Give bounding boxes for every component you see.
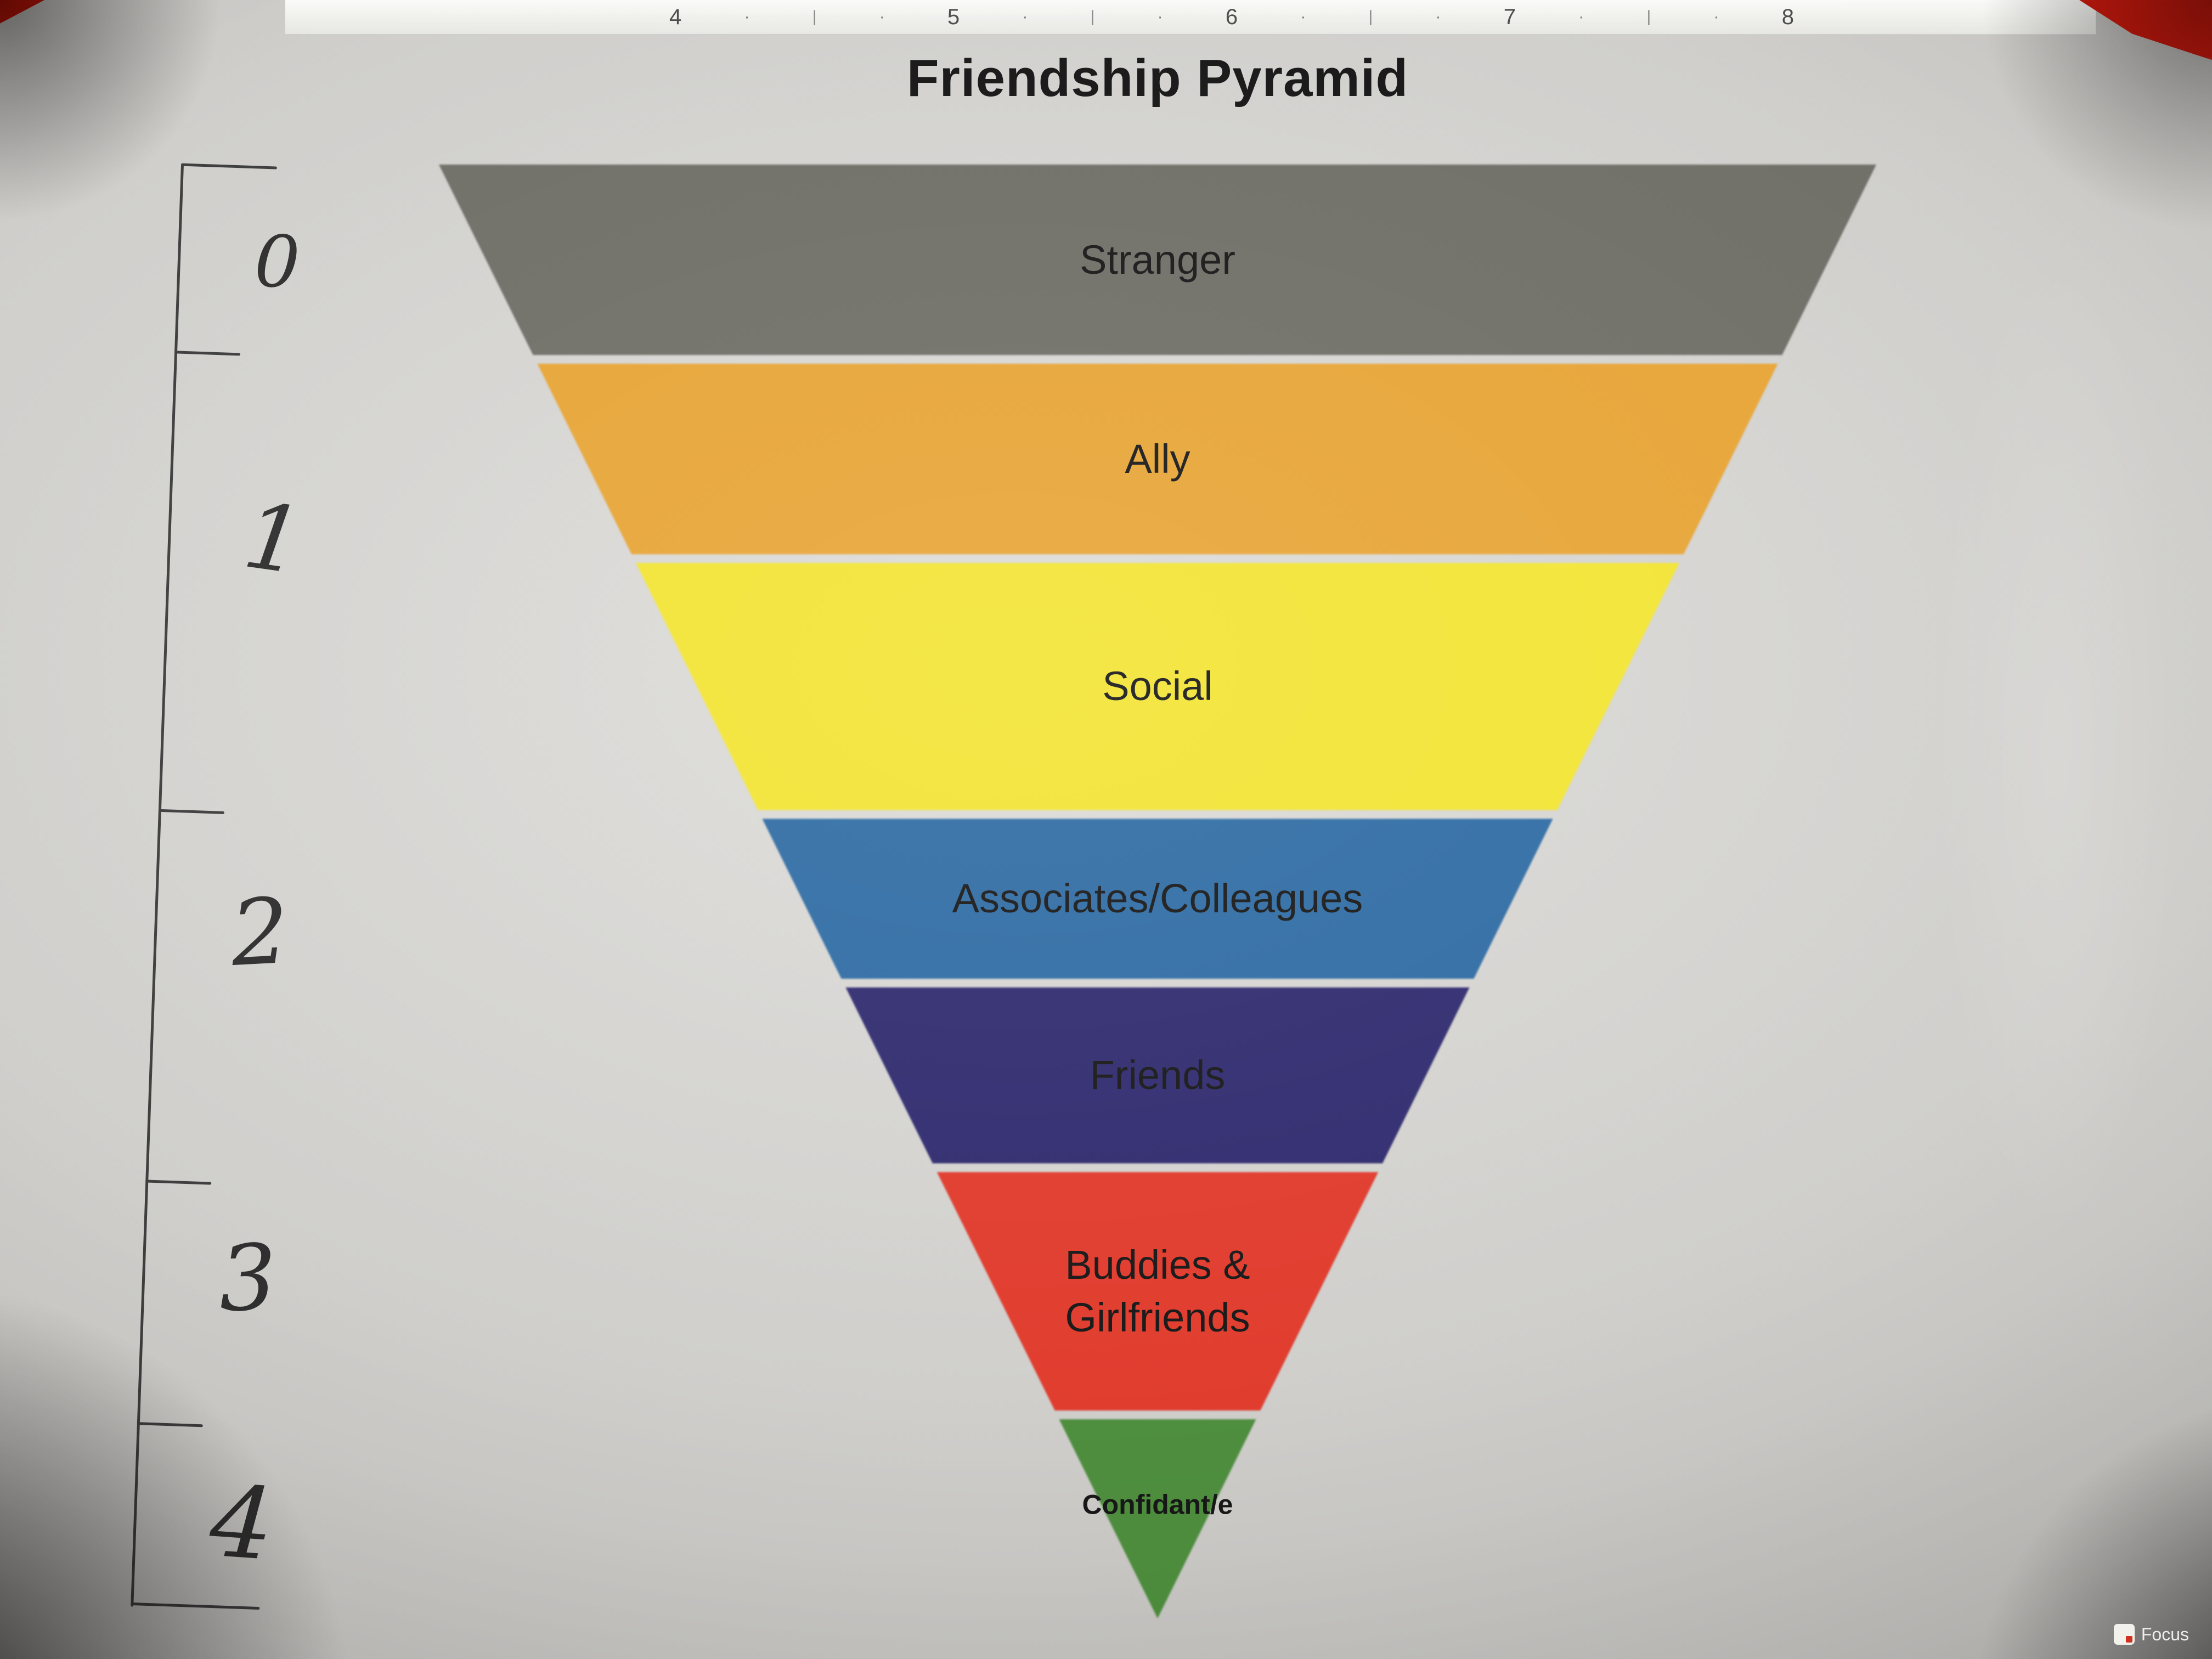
funnel-label-social: Social — [1102, 663, 1213, 709]
ruler-number: 5 — [947, 4, 960, 29]
ruler-half-tick: | — [1646, 8, 1651, 26]
ruler-half-tick: | — [1090, 8, 1095, 26]
ruler-dot: · — [1157, 8, 1163, 26]
page-title: Friendship Pyramid — [906, 49, 1409, 108]
funnel-label-friends: Friends — [1090, 1052, 1226, 1098]
scale-tick — [158, 809, 224, 815]
focus-badge: Focus — [2113, 1624, 2189, 1645]
scale-ticks — [131, 163, 357, 1610]
ruler-number: 7 — [1503, 4, 1516, 29]
ruler-dot: · — [1022, 8, 1028, 26]
scale-number-1: 1 — [238, 482, 310, 595]
ruler-number: 8 — [1781, 4, 1794, 29]
scale-number-4: 4 — [206, 1464, 278, 1583]
scale-number-3: 3 — [217, 1224, 279, 1332]
scale-tick — [174, 351, 241, 356]
scale-axis-line — [131, 165, 184, 1607]
scale-tick — [137, 1422, 203, 1427]
ruler-dot: · — [879, 8, 885, 26]
scale-number-2: 2 — [228, 878, 292, 986]
scale-number-0: 0 — [253, 219, 302, 304]
ruler-dot: · — [744, 8, 750, 26]
funnel-label-ally: Ally — [1125, 436, 1190, 482]
scale-tick — [180, 163, 277, 170]
funnel-label-associates-colleagues: Associates/Colleagues — [952, 876, 1363, 922]
hand-drawn-scale: 0 1 2 3 4 — [131, 163, 357, 1613]
ruler-half-tick: | — [812, 8, 817, 26]
focus-label: Focus — [2141, 1624, 2189, 1644]
scale-tick — [145, 1180, 212, 1185]
ruler-dot: · — [1435, 8, 1441, 26]
ruler-number: 4 — [669, 4, 682, 29]
ruler-marks: 4 · | · 5 · | · 6 · | · 7 · | · 8 — [669, 0, 1794, 34]
focus-icon — [2113, 1624, 2135, 1645]
funnel-label-confidant-e: Confidant/e — [1082, 1489, 1233, 1520]
ruler-number: 6 — [1225, 4, 1238, 29]
ruler-half-tick: | — [1368, 8, 1373, 26]
ruler-dot: · — [1578, 8, 1584, 26]
scale-tick — [131, 1602, 260, 1610]
ruler-dot: · — [1300, 8, 1306, 26]
document-ruler: 4 · | · 5 · | · 6 · | · 7 · | · 8 — [285, 0, 2096, 35]
funnel-label-buddies-girlfriends: Buddies & Girlfriends — [1065, 1242, 1250, 1340]
ruler-dot: · — [1713, 8, 1719, 26]
funnel-label-stranger: Stranger — [1080, 236, 1235, 283]
red-corner-top-left — [0, 0, 55, 26]
